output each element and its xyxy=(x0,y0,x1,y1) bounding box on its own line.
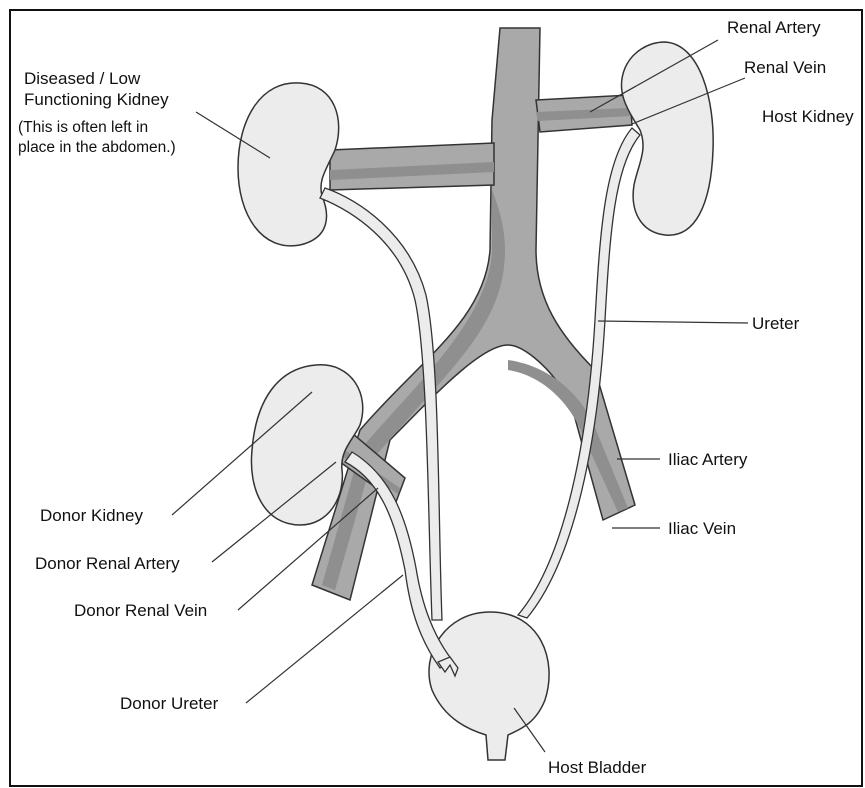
label-donor-ureter: Donor Ureter xyxy=(120,693,218,714)
label-donor-renal-vein: Donor Renal Vein xyxy=(74,600,207,621)
ureters xyxy=(320,128,640,676)
label-host-bladder: Host Bladder xyxy=(548,757,646,778)
label-diseased-kidney-1: Diseased / Low xyxy=(24,68,140,89)
vessel-trunk xyxy=(312,28,635,600)
label-host-kidney: Host Kidney xyxy=(762,106,854,127)
label-diseased-note-1: (This is often left in xyxy=(18,118,148,138)
leader-donor-ureter xyxy=(246,575,403,703)
label-donor-renal-artery: Donor Renal Artery xyxy=(35,553,180,574)
diseased-kidney xyxy=(238,83,339,246)
label-diseased-kidney-2: Functioning Kidney xyxy=(24,89,169,110)
label-renal-vein: Renal Vein xyxy=(744,57,826,78)
label-renal-artery: Renal Artery xyxy=(727,17,821,38)
label-donor-kidney: Donor Kidney xyxy=(40,505,143,526)
label-iliac-artery: Iliac Artery xyxy=(668,449,747,470)
leader-ureter xyxy=(598,321,748,323)
label-diseased-note-2: place in the abdomen.) xyxy=(18,138,176,158)
bladder xyxy=(429,612,549,760)
label-ureter: Ureter xyxy=(752,313,799,334)
label-iliac-vein: Iliac Vein xyxy=(668,518,736,539)
